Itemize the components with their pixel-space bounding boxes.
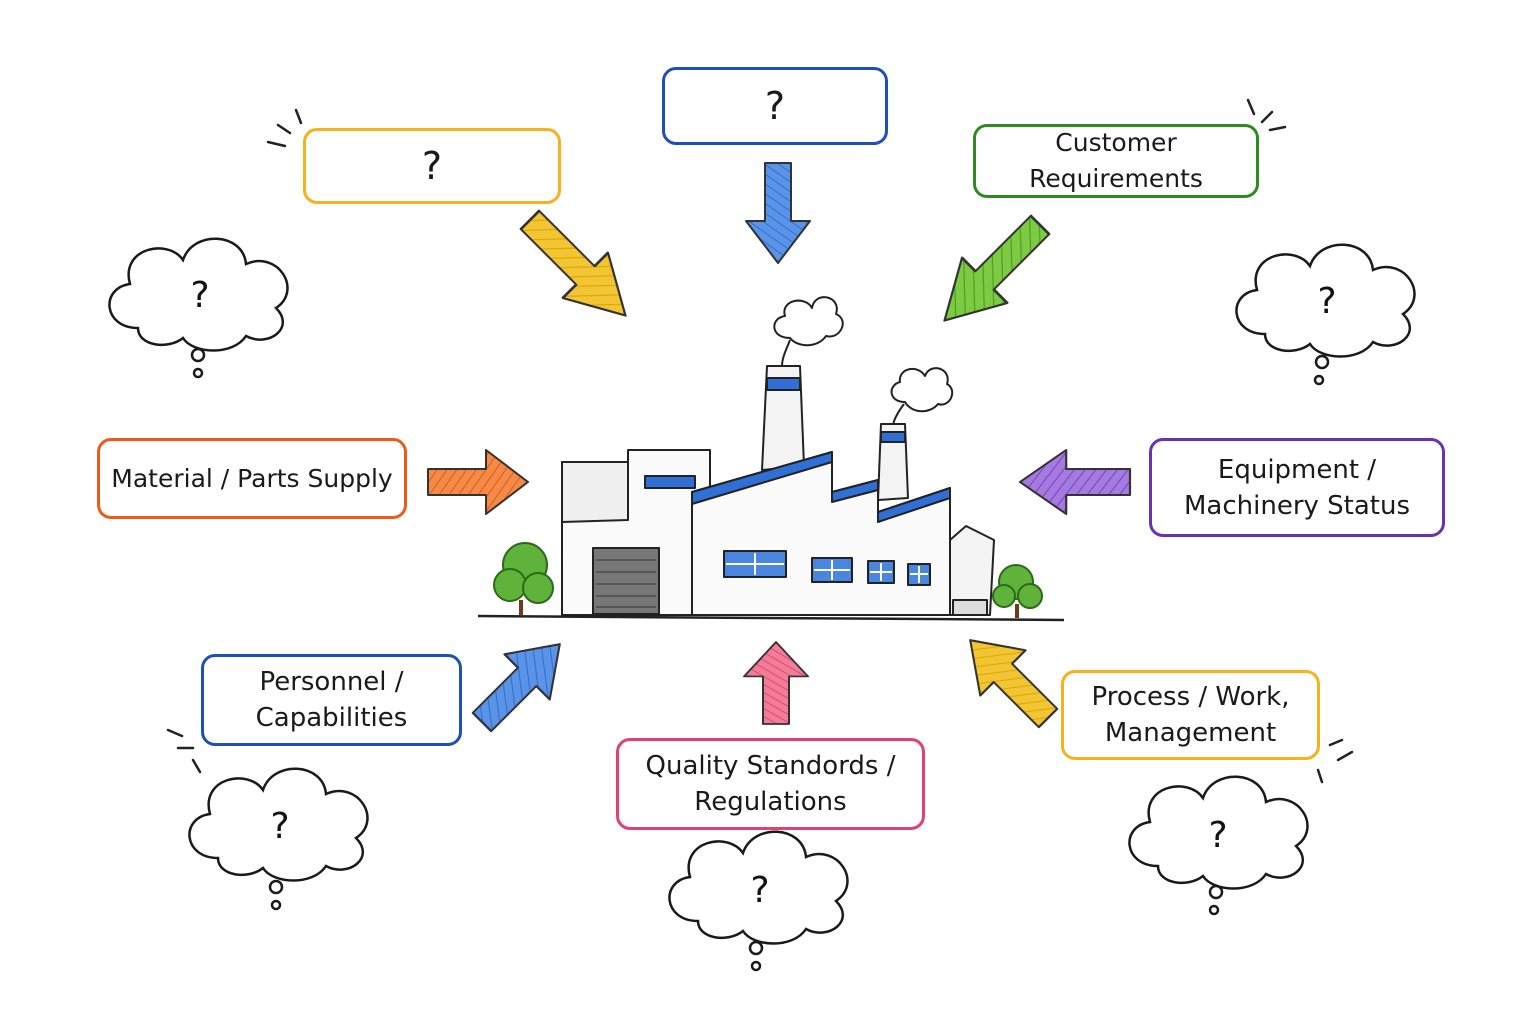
arrow-right [1018,448,1132,516]
box-personnel-capabilities: Personnel / Capabilities [201,654,462,746]
customer-requirements-label: Customer Requirements [1029,128,1203,193]
cloud-lower-left-question: ? [270,806,290,847]
box-quality-standards: Quality Standords / Regulations [616,738,925,830]
arrow-bottomright [946,616,1072,742]
equipment-label-line1: Equipment / [1217,454,1377,485]
box-top-center-text: ? [764,84,786,128]
quality-label-line1: Quality Standords / [645,751,896,781]
process-label-line2: Management [1104,718,1277,748]
arrow-bottom [743,641,809,725]
cloud-lower-right-question: ? [1208,815,1228,856]
box-top-center-question: ? [662,67,888,145]
box-top-left-question: ? [303,128,561,204]
personnel-label-line2: Capabilities [255,703,408,733]
cloud-upper-left-question: ? [190,275,210,316]
arrow-top [745,162,811,264]
arrow-topright [920,201,1064,345]
material-parts-supply-label: Material / Parts Supply [111,463,393,493]
arrow-bottomleft [458,620,584,746]
arrow-left [427,449,529,515]
box-top-left-text: ? [421,144,443,188]
box-equipment-machinery: Equipment / Machinery Status [1149,438,1445,537]
arrow-topleft [506,196,650,340]
cloud-bottom-center-question: ? [750,870,770,911]
equipment-label-line2: Machinery Status [1183,490,1411,521]
box-process-work-management: Process / Work, Management [1061,670,1320,760]
box-material-parts-supply: Material / Parts Supply [97,438,407,519]
personnel-label-line1: Personnel / [259,667,404,697]
process-label-line1: Process / Work, [1091,682,1290,712]
cloud-upper-right-question: ? [1317,281,1337,322]
quality-label-line2: Regulations [694,787,847,817]
box-customer-requirements: Customer Requirements [973,124,1259,198]
factory-illustration [477,296,1065,622]
